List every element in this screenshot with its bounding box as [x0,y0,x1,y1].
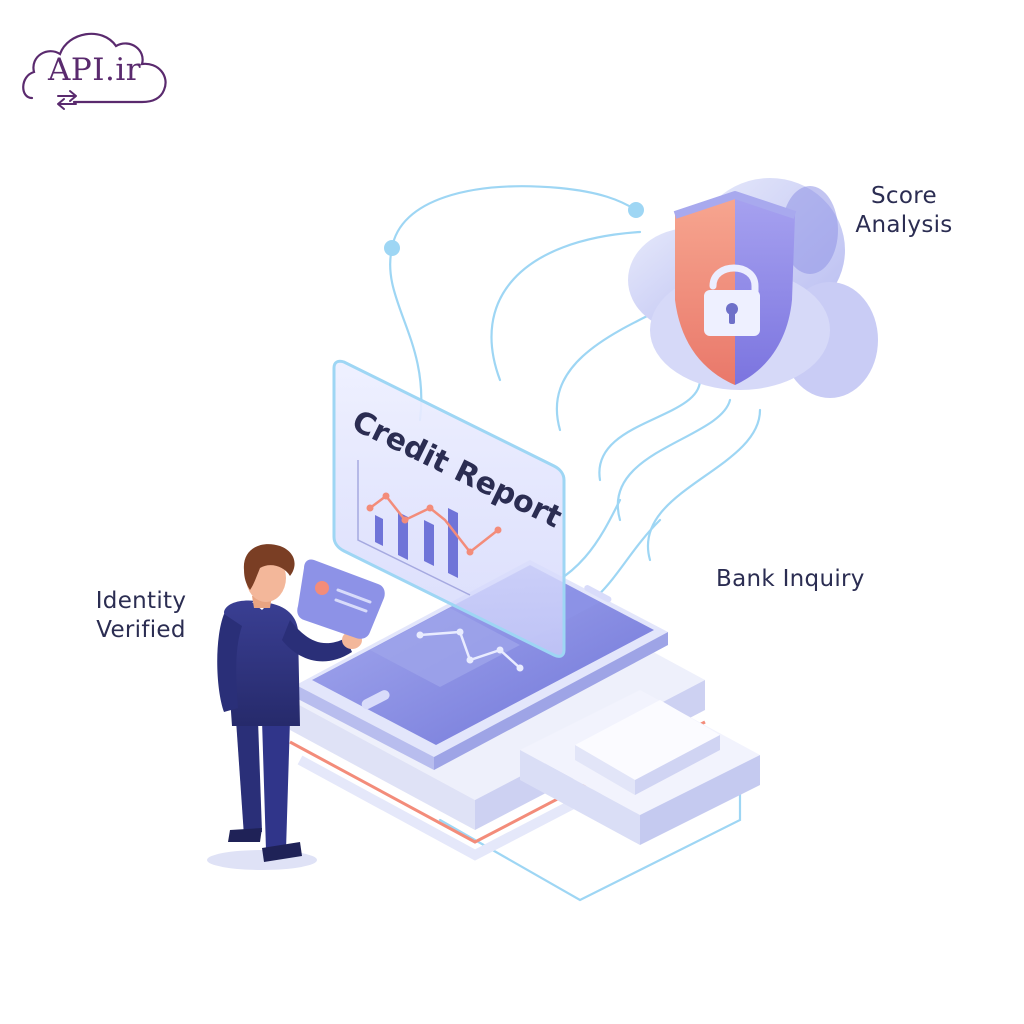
wave-line-3 [646,408,762,562]
bank-inquiry-label: Bank Inquiry [716,566,865,592]
smartphone-icon [296,560,668,770]
wave-line-1 [598,378,702,482]
connector-line-mid [490,230,642,382]
id-card-icon [297,559,385,639]
score-analysis-label: Score Analysis [846,182,962,240]
api-ir-logo[interactable]: API.ir [18,20,178,112]
connector-node-left [384,240,400,256]
connection-lines [389,185,762,902]
identity-verified-label: Identity Verified [88,587,194,645]
circuit-line-bottom [438,788,742,902]
report-trend-line [366,492,502,556]
cloud-icon [22,32,167,110]
identity-verified-line-2: Verified [96,617,186,643]
score-analysis-line-1: Score [871,183,937,209]
identity-verified-line-1: Identity [95,588,187,614]
shield-lock-icon [673,191,797,385]
connector-line-top [390,185,638,250]
cloud-shield-group [628,178,878,398]
report-bar-chart [375,508,458,578]
server-block [520,690,760,845]
wave-line-2 [616,398,732,522]
businessman-icon [207,544,362,870]
logo-text: API.ir [48,52,142,88]
score-analysis-line-2: Analysis [855,212,953,238]
connector-node-right [628,202,644,218]
connector-line-left [389,246,423,422]
